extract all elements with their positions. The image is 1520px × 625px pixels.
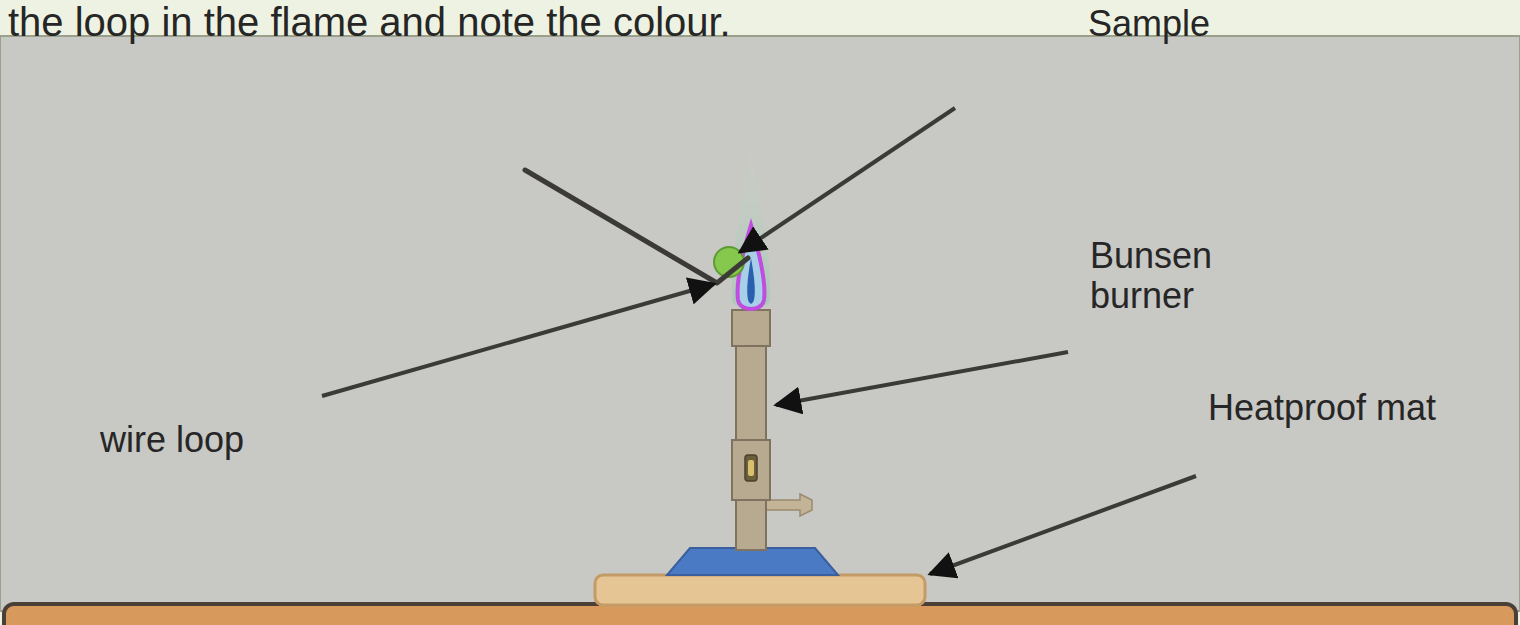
burner-leader: [776, 352, 1068, 405]
part-label: Bunsen burner: [1090, 236, 1260, 317]
air-hole-inner: [748, 460, 754, 476]
part-label: Heatproof mat: [1208, 388, 1438, 428]
wire-loop: [525, 170, 748, 283]
bench-top: [4, 604, 1516, 625]
mat-leader: [930, 476, 1196, 574]
flame-core: [747, 258, 755, 304]
burner-base: [667, 548, 838, 575]
sample-leader: [740, 108, 955, 252]
instruction-text: the loop in the flame and note the colou…: [8, 0, 1508, 45]
burner-chimney: [732, 310, 770, 346]
panel-ground: [0, 36, 1520, 611]
air-hole: [745, 455, 757, 481]
outer-flame: [732, 150, 770, 309]
part-label: wire loop: [100, 420, 320, 460]
heatproof-mat: [595, 575, 925, 605]
part-label: Sample: [1088, 4, 1288, 44]
air-collar: [732, 440, 770, 500]
gas-inlet: [765, 494, 812, 516]
wire-loop-leader: [322, 284, 714, 396]
